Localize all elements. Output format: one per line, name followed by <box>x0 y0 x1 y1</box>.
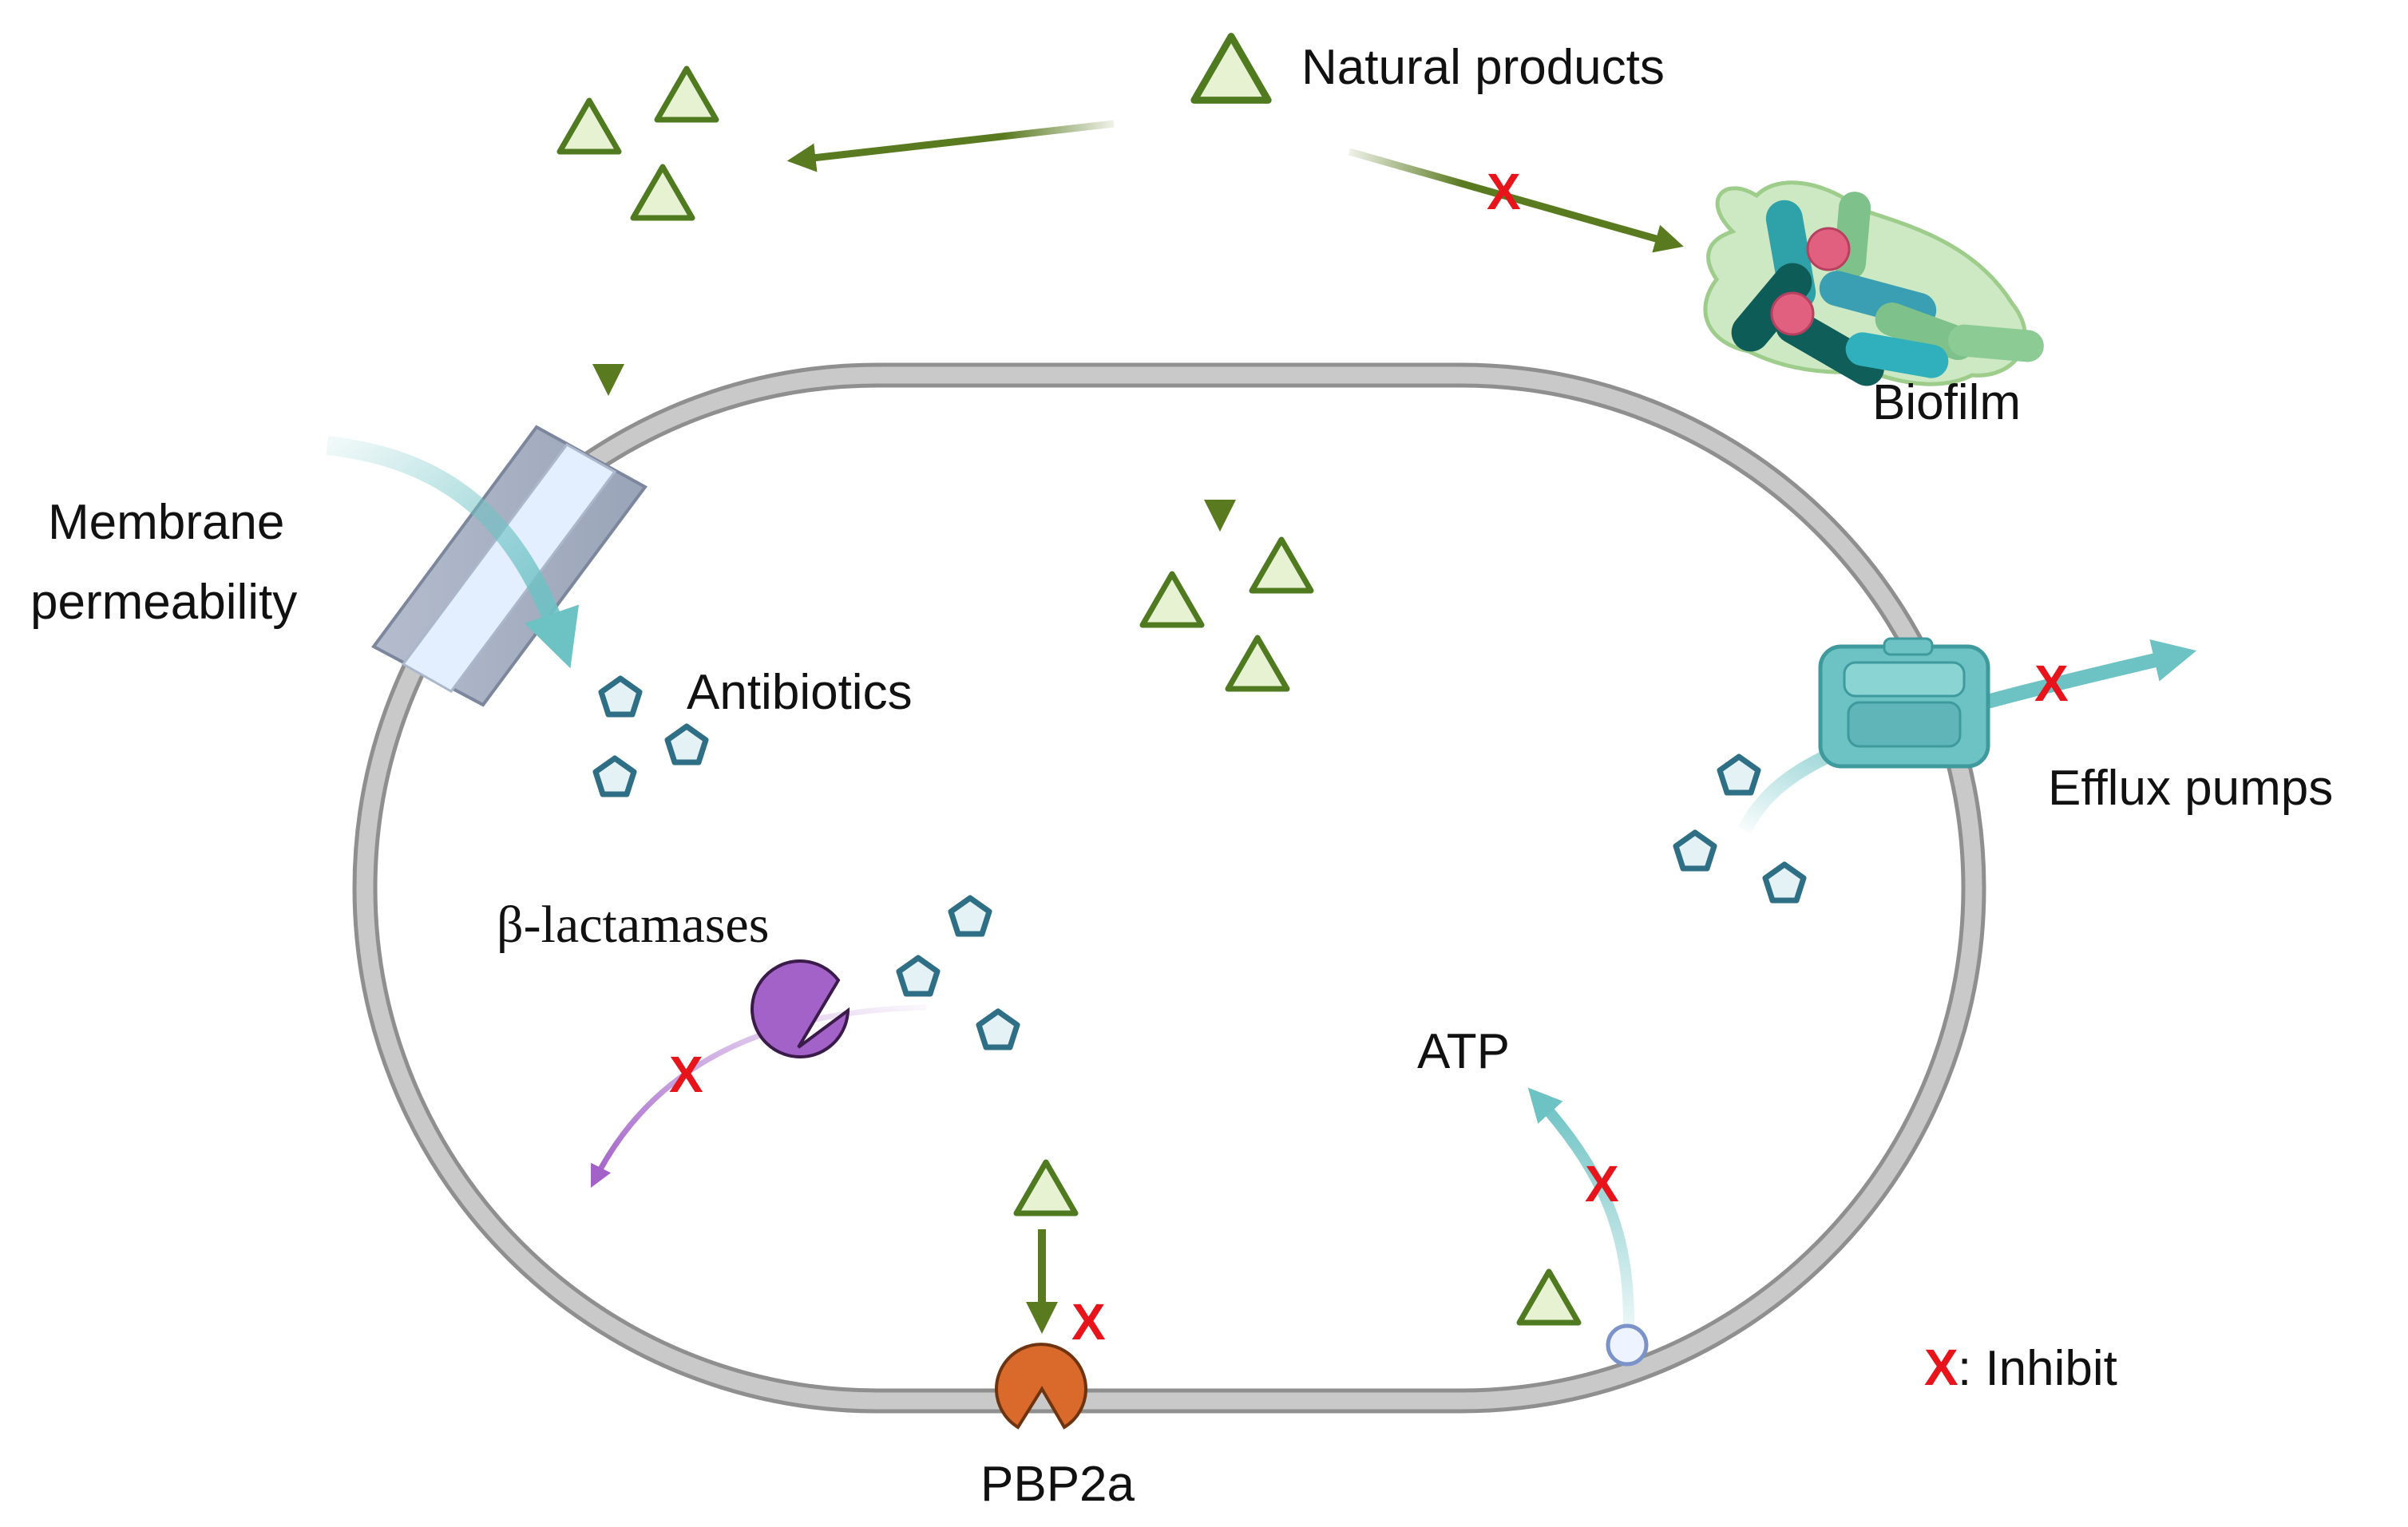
bacteria-cluster-icon <box>1703 180 2044 386</box>
permeability-label: permeability <box>30 575 297 630</box>
triangle-icon <box>633 167 692 218</box>
arrow-to-biofilm <box>1348 148 1684 253</box>
inhibit-x-biofilm: X <box>1487 163 1521 220</box>
inhibit-x-atp: X <box>1585 1155 1619 1213</box>
natural-product-triangle-icon <box>1194 37 1269 101</box>
pentagon-icon <box>899 958 937 994</box>
pentagon-icon <box>667 726 706 762</box>
efflux-pumps-label: Efflux pumps <box>2048 761 2333 816</box>
pbp2a-label: PBP2a <box>980 1457 1135 1512</box>
triangle-icon <box>1519 1272 1578 1323</box>
beta-lactamase-arrow <box>590 1004 927 1188</box>
triangle-icon <box>1228 638 1287 689</box>
natural-products-label: Natural products <box>1301 40 1665 95</box>
biofilm-label: Biofilm <box>1872 375 2021 430</box>
pacman-enzyme-icon <box>751 959 850 1058</box>
membrane-channel-icon <box>371 425 648 707</box>
membrane-label: Membrane <box>48 495 284 550</box>
antibiotics-label: Antibiotics <box>687 665 913 720</box>
atp-arrow <box>1527 1087 1634 1326</box>
channel-protein-icon <box>1818 637 1990 769</box>
bacterial-cell <box>352 362 1986 1414</box>
permeability-arrow <box>326 436 579 669</box>
pentagon-icon <box>1676 833 1714 868</box>
triangle-icon <box>560 101 619 152</box>
inhibit-x-pbp2a: X <box>1071 1293 1106 1351</box>
natural-products-cluster-cytoplasm <box>1143 540 1311 689</box>
pentagon-icon <box>951 898 989 934</box>
natural-product-triangle-icon <box>1016 1162 1075 1213</box>
atp-label: ATP <box>1417 1024 1510 1079</box>
inhibit-x-beta-lactamase: X <box>669 1046 703 1103</box>
cell-wall <box>354 365 1984 1411</box>
arrow-to-cluster <box>786 120 1115 172</box>
pacman-enzyme-icon <box>995 1343 1087 1430</box>
circle-icon <box>1606 1323 1649 1367</box>
antibiotics-cluster-bottom-left <box>899 898 1017 1047</box>
pentagon-icon <box>1720 757 1758 793</box>
triangle-icon <box>657 69 716 120</box>
legend-x-mark: X <box>1924 1339 1958 1396</box>
triangle-icon <box>1252 540 1311 591</box>
legend-inhibit-label: : Inhibit <box>1958 1341 2117 1396</box>
pentagon-icon <box>1765 864 1804 900</box>
pentagon-icon <box>979 1011 1017 1047</box>
natural-products-cluster-top-left <box>560 69 716 218</box>
pentagon-icon <box>601 678 640 714</box>
beta-lactamases-label: β-lactamases <box>497 896 769 954</box>
legend: X : Inhibit <box>1924 1339 2117 1396</box>
pentagon-icon <box>596 758 634 794</box>
inhibit-x-efflux: X <box>2034 655 2069 712</box>
cell-wall-inner-edge <box>373 383 1966 1393</box>
triangle-icon <box>1143 574 1202 625</box>
cell-wall-outer-edge <box>352 362 1986 1414</box>
